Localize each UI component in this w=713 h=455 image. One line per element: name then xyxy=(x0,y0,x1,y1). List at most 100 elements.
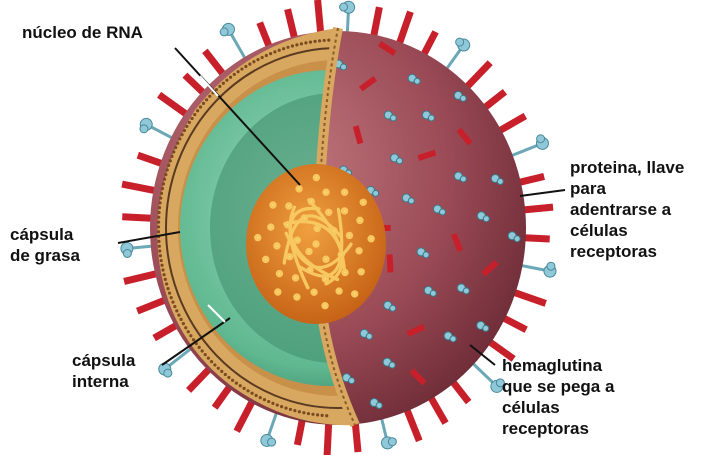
lipid-dot xyxy=(205,98,208,101)
spike xyxy=(512,292,546,304)
rna-bead xyxy=(342,190,346,194)
spike xyxy=(288,9,295,40)
rna-bead xyxy=(359,270,363,274)
rna-bead xyxy=(339,253,343,257)
lipid-dot xyxy=(165,282,168,285)
lipid-dot xyxy=(179,318,182,321)
rna-bead xyxy=(312,290,316,294)
spike xyxy=(138,155,164,164)
lipid-dot xyxy=(313,40,316,43)
spike xyxy=(517,176,544,183)
rna-bead xyxy=(357,249,361,253)
lipid-dot xyxy=(168,292,171,295)
lipid-dot xyxy=(248,62,251,65)
label-fat-capsule: cápsula de grasa xyxy=(10,224,80,266)
spike xyxy=(205,51,225,76)
lipid-dot xyxy=(302,411,305,414)
lipid-dot xyxy=(318,39,321,42)
lipid-dot xyxy=(309,40,312,43)
rna-bead xyxy=(347,233,351,237)
lipid-dot xyxy=(280,405,283,408)
label-line: receptoras xyxy=(502,418,614,439)
lipid-dot xyxy=(222,82,225,85)
label-rna-core: núcleo de RNA xyxy=(22,22,143,43)
rna-bead xyxy=(264,257,268,261)
spike xyxy=(159,347,193,377)
lipid-dot xyxy=(207,357,210,360)
label-line: núcleo de RNA xyxy=(22,22,143,43)
spike xyxy=(381,416,396,449)
rna-bead xyxy=(276,290,280,294)
lipid-dot xyxy=(158,249,161,252)
rna-bead xyxy=(324,190,328,194)
lipid-dot xyxy=(202,102,205,105)
lipid-dot xyxy=(180,133,183,136)
lipid-dot xyxy=(198,346,201,349)
rna-bead xyxy=(314,242,318,246)
rna-bead xyxy=(358,218,362,222)
lipid-dot xyxy=(284,406,287,409)
spike xyxy=(498,116,526,132)
label-key-protein: proteina, llave para adentrarse a célula… xyxy=(570,157,684,262)
spike xyxy=(509,135,548,157)
lipid-dot xyxy=(166,168,169,171)
lipid-dot xyxy=(157,216,160,219)
lipid-dot xyxy=(178,137,181,140)
rna-bead xyxy=(277,271,281,275)
rna-bead xyxy=(295,295,299,299)
lipid-dot xyxy=(183,129,186,132)
lipid-dot xyxy=(160,264,163,267)
spike xyxy=(260,23,270,49)
lipid-dot xyxy=(307,412,310,415)
lipid-dot xyxy=(220,370,223,373)
lipid-dot xyxy=(311,413,314,416)
lipid-dot xyxy=(170,155,173,158)
lipid-dot xyxy=(159,254,162,257)
spike xyxy=(215,385,231,408)
rna-bead xyxy=(327,210,331,214)
lipid-dot xyxy=(164,173,167,176)
spike xyxy=(237,399,254,431)
lipid-dot xyxy=(243,387,246,390)
lipid-dot xyxy=(164,278,167,281)
lipid-dot xyxy=(161,268,164,271)
rna-bead xyxy=(287,254,291,258)
rna-bead xyxy=(308,268,312,272)
lipid-dot xyxy=(187,330,190,333)
leader-key-protein xyxy=(520,190,565,196)
spike xyxy=(471,362,504,393)
lipid-dot xyxy=(323,39,326,42)
lipid-dot xyxy=(295,43,298,46)
spike xyxy=(451,380,468,402)
lipid-dot xyxy=(174,146,177,149)
lipid-dot xyxy=(240,67,243,70)
lipid-dot xyxy=(161,187,164,190)
lipid-dot xyxy=(235,382,238,385)
lipid-dot xyxy=(265,54,268,57)
lipid-dot xyxy=(261,56,264,59)
rna-bead xyxy=(309,199,313,203)
label-line: proteina, llave xyxy=(570,157,684,178)
rna-bead xyxy=(353,292,357,296)
lipid-dot xyxy=(158,245,161,248)
spike xyxy=(318,0,321,36)
spike xyxy=(399,12,411,46)
lipid-dot xyxy=(244,65,247,68)
lipid-dot xyxy=(173,305,176,308)
spike xyxy=(355,420,358,452)
label-inner-capsule: cápsula interna xyxy=(72,350,135,392)
lipid-dot xyxy=(204,353,207,356)
lipid-dot xyxy=(157,211,160,214)
lipid-dot xyxy=(157,230,160,233)
lipid-dot xyxy=(170,296,173,299)
lipid-dot xyxy=(176,142,179,145)
rna-bead xyxy=(343,270,347,274)
rna-bead xyxy=(256,235,260,239)
lipid-dot xyxy=(171,300,174,303)
lipid-dot xyxy=(193,113,196,116)
label-line: células xyxy=(502,397,614,418)
lipid-dot xyxy=(278,49,281,52)
lipid-dot xyxy=(229,76,232,79)
spike xyxy=(406,407,419,440)
lipid-dot xyxy=(325,414,328,417)
